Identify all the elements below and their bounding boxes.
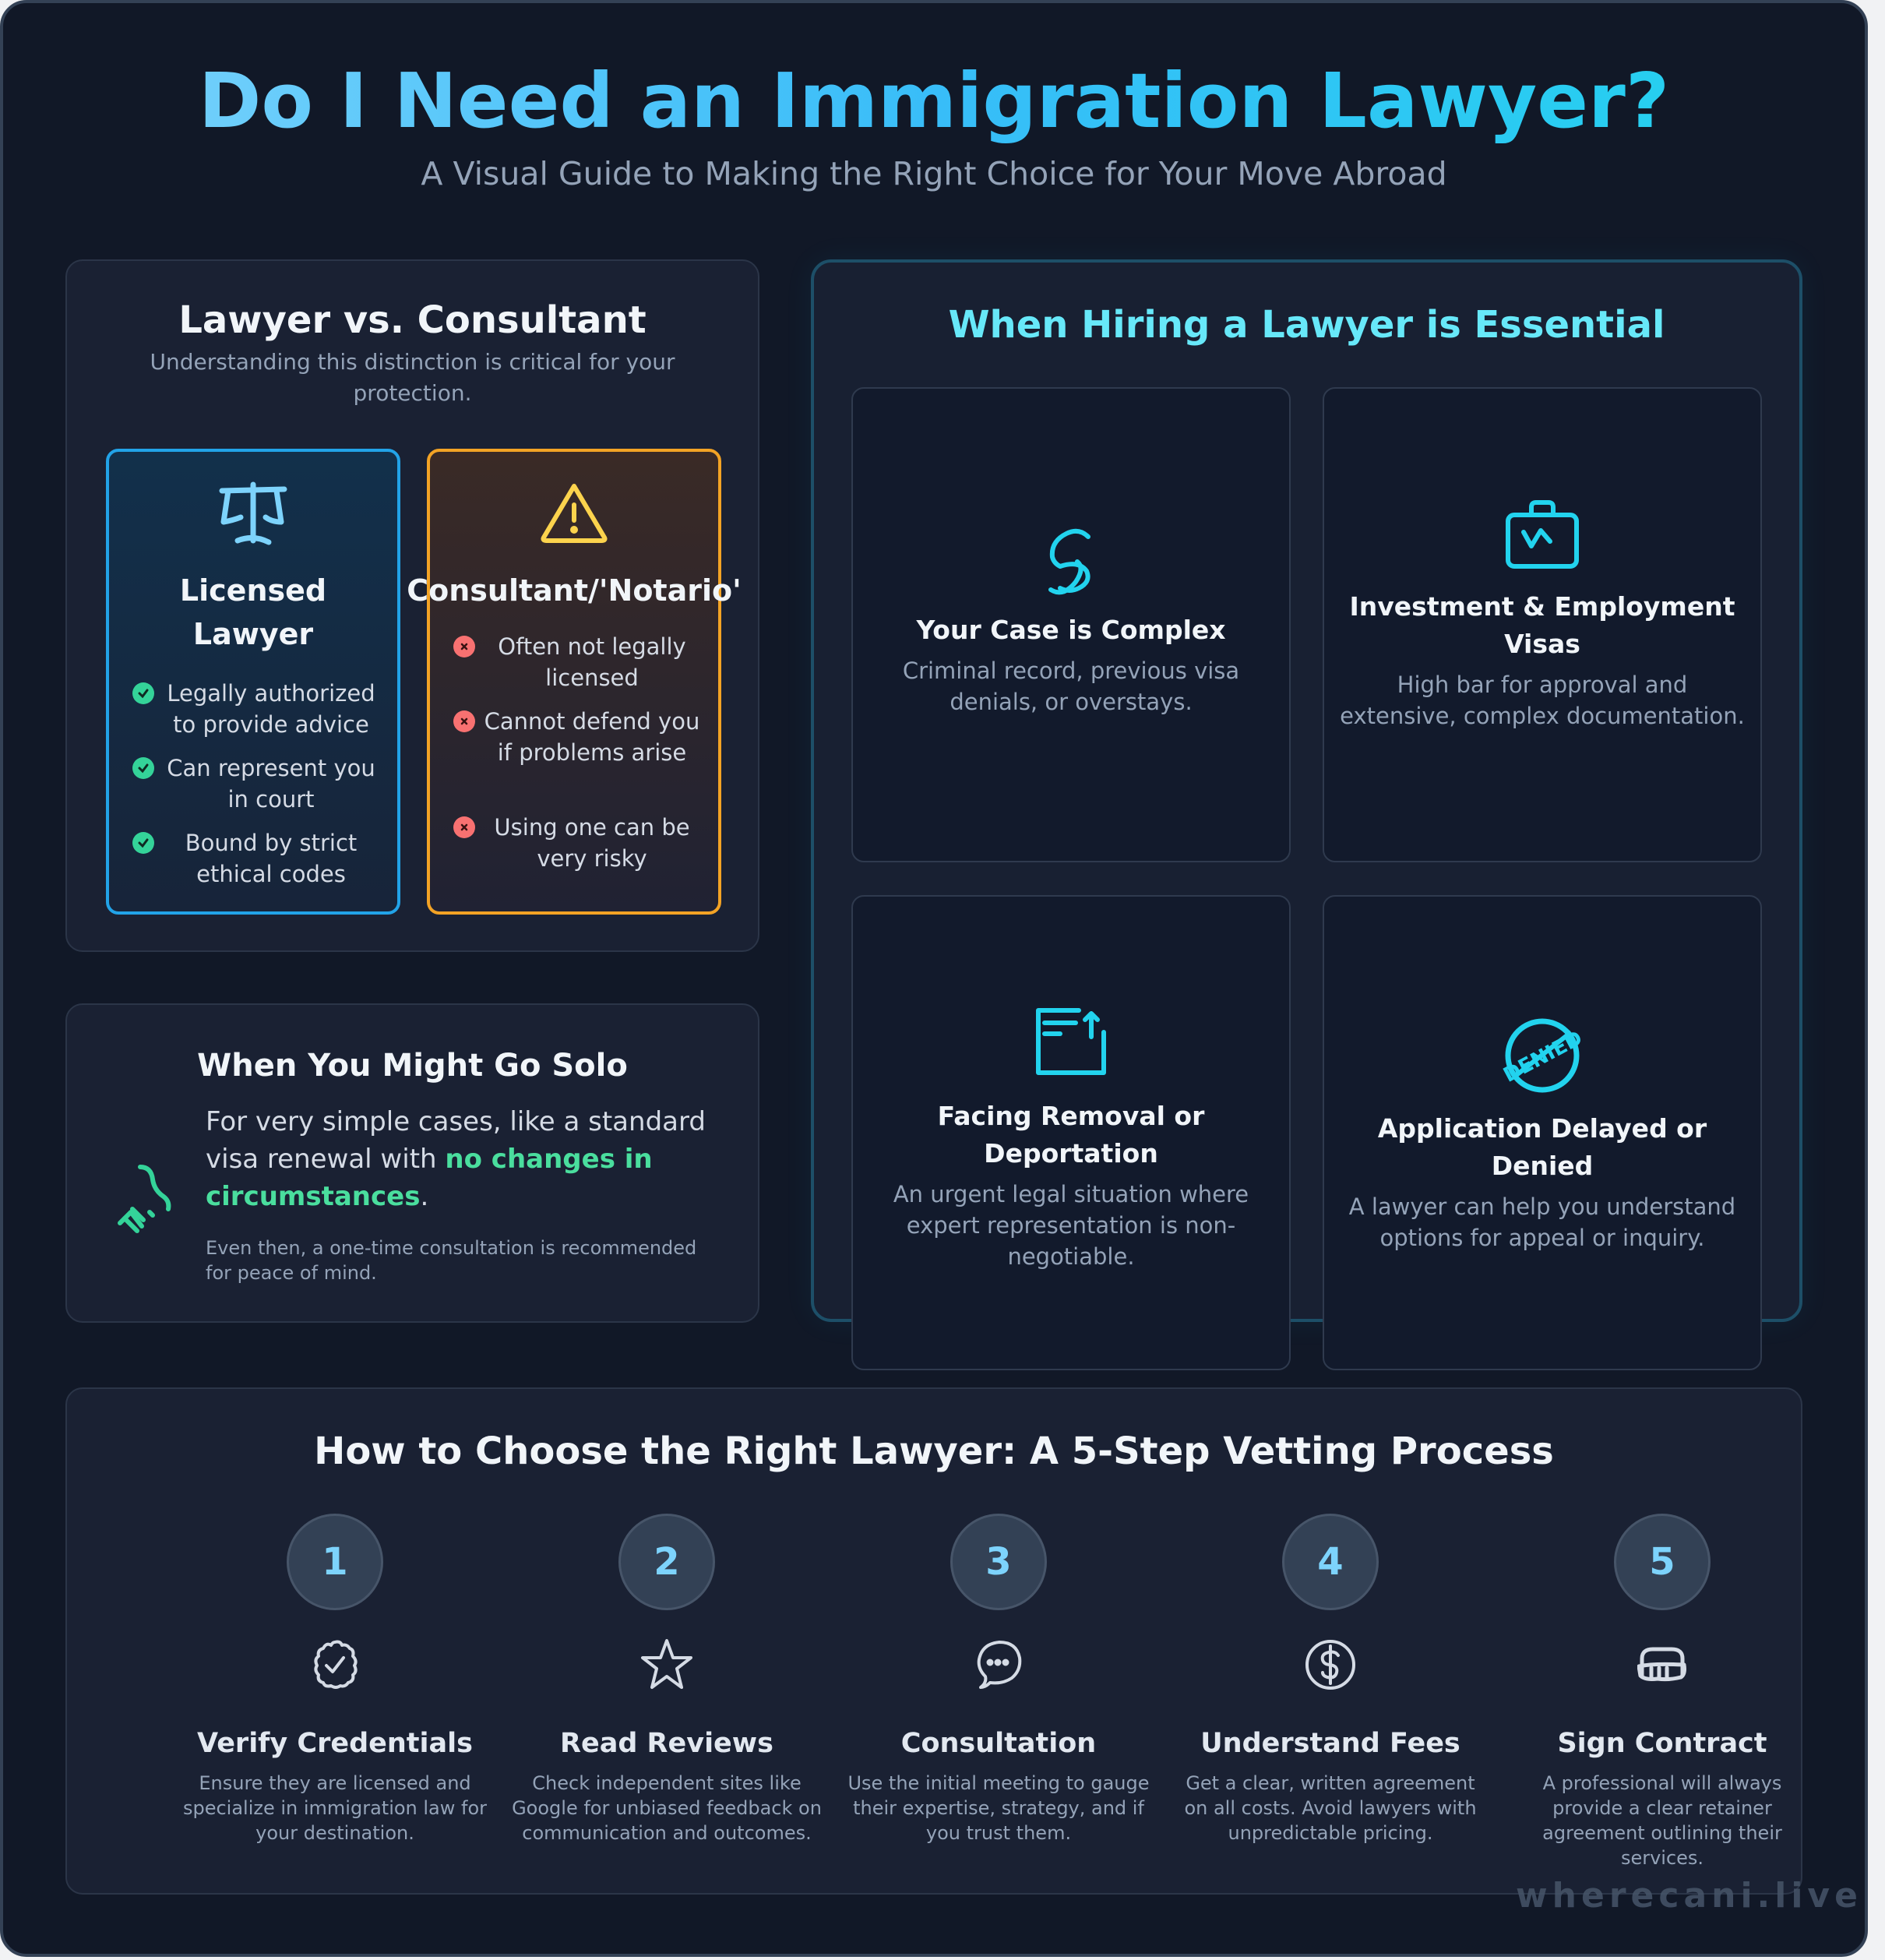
go-solo-text: For very simple cases, like a standard v… [206,1106,706,1212]
step-4: 4 Understand Fees Get a clear, written a… [1167,1514,1494,1845]
go-solo-card: When You Might Go Solo For very simple c… [65,1003,759,1323]
essential-card-denied: DENIED Application Delayed or Denied A l… [1323,895,1762,1370]
step-number-badge: 1 [287,1514,383,1610]
go-solo-title: When You Might Go Solo [197,1048,628,1084]
scales-icon [109,481,397,550]
essential-card-complex: Your Case is Complex Criminal record, pr… [851,387,1291,862]
highlight-text: no changes in circumstances [206,1144,653,1212]
lawyer-point: Can represent you in court [132,753,380,815]
document-upload-icon [869,1006,1274,1080]
comparison-title: Lawyer vs. Consultant [178,298,647,342]
check-icon [132,832,154,854]
briefcase-chart-icon [1340,498,1745,576]
lawyer-point: Bound by strict ethical codes [132,827,380,890]
badge-check-icon [171,1635,499,1694]
comparison-card: Lawyer vs. Consultant Understanding this… [65,259,759,952]
plug-icon [114,1161,173,1239]
lawyer-point: Legally authorized to provide advice [132,678,380,740]
licensed-lawyer-card: Licensed Lawyer Legally authorized to pr… [106,449,400,915]
step-2: 2 Read Reviews Check independent sites l… [503,1514,830,1845]
step-1: 1 Verify Credentials Ensure they are lic… [171,1514,499,1845]
essential-card-investment: Investment & Employment Visas High bar f… [1323,387,1762,862]
x-circle-icon [453,816,475,838]
step-3: 3 Consultation Use the initial meeting t… [835,1514,1162,1845]
check-icon [132,757,154,779]
consultant-card: Consultant/'Notario' Often not legally l… [407,449,742,915]
handshake-icon [1499,1635,1826,1694]
consultant-point: Cannot defend you if problems arise [453,706,701,768]
warning-icon [430,481,718,547]
consultant-point: Using one can be very risky [453,812,701,874]
steps-title: How to Choose the Right Lawyer: A 5-Step… [314,1429,1554,1473]
consultant-point: Often not legally licensed [453,631,701,693]
step-number-badge: 3 [950,1514,1047,1610]
steps-section: How to Choose the Right Lawyer: A 5-Step… [65,1387,1802,1895]
check-icon [132,682,154,704]
go-solo-note: Even then, a one-time consultation is re… [206,1237,697,1284]
watermark: wherecani.live [1516,1876,1862,1916]
x-circle-icon [453,710,475,732]
x-circle-icon [453,636,475,657]
lawyer-title: Licensed Lawyer [179,573,327,651]
step-number-badge: 2 [618,1514,715,1610]
dollar-circle-icon [1167,1635,1494,1694]
tangle-icon [869,527,1274,601]
comparison-subtitle: Understanding this distinction is critic… [150,349,675,406]
consultant-title: Consultant/'Notario' [407,573,742,608]
chat-bubble-icon [835,1635,1162,1694]
page-title: Do I Need an Immigration Lawyer? [0,55,1868,148]
essential-card-removal: Facing Removal or Deportation An urgent … [851,895,1291,1370]
step-number-badge: 5 [1614,1514,1711,1610]
star-icon [503,1635,830,1694]
essential-title: When Hiring a Lawyer is Essential [948,303,1665,347]
page-subtitle: A Visual Guide to Making the Right Choic… [421,155,1447,192]
step-number-badge: 4 [1282,1514,1379,1610]
denied-stamp-icon: DENIED [1340,1015,1745,1099]
step-5: 5 Sign Contract A professional will alwa… [1499,1514,1826,1870]
